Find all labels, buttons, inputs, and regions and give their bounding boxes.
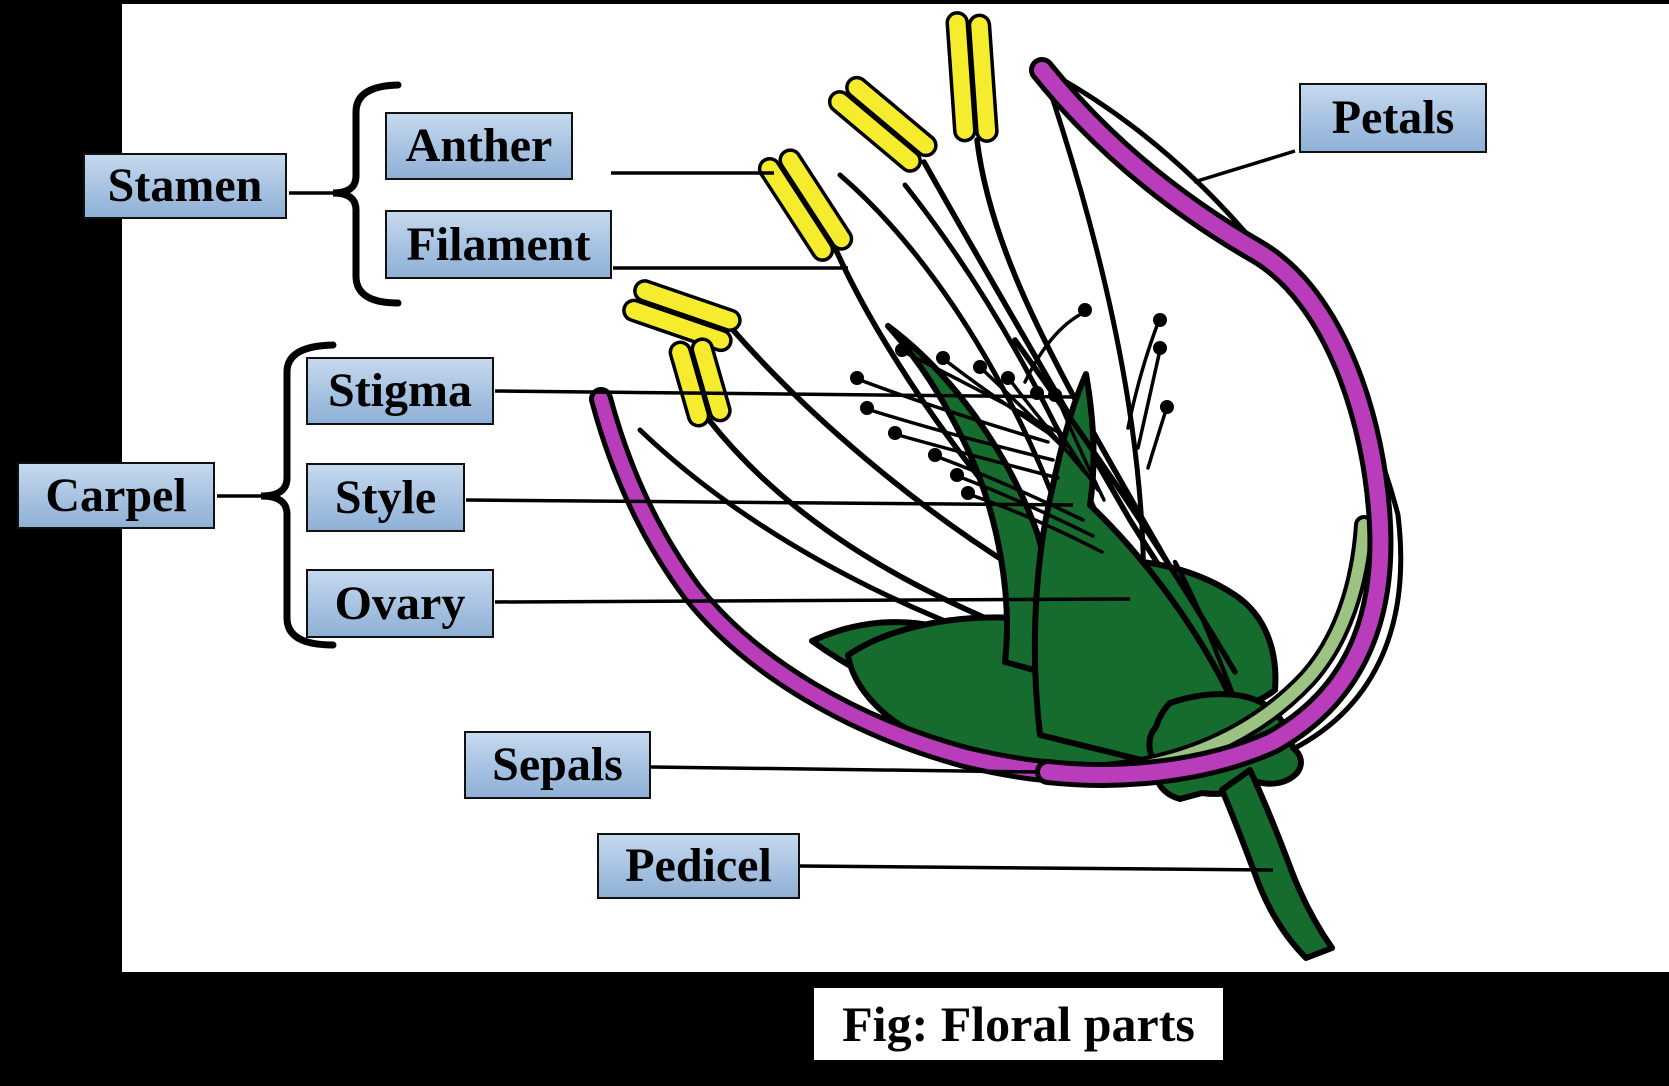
label-pedicel: Pedicel xyxy=(597,833,800,899)
anthers xyxy=(622,11,999,428)
anther-icon xyxy=(827,75,938,173)
label-sepals: Sepals xyxy=(464,731,651,799)
top-border xyxy=(0,0,1669,4)
petals-leader xyxy=(1193,149,1296,184)
style-axis xyxy=(1012,337,1238,675)
label-stamen: Stamen xyxy=(83,153,287,219)
ovary-leader xyxy=(494,597,1131,604)
sepals-leader xyxy=(650,765,1041,774)
leader-lines xyxy=(465,149,1296,872)
pedicel-leader xyxy=(799,864,1274,872)
style-leader xyxy=(465,498,1074,507)
pedicel-stem xyxy=(1219,767,1335,961)
stigma-feather xyxy=(850,303,1238,675)
petal-magenta-edges xyxy=(589,57,1394,788)
sepals-ovary-green xyxy=(809,323,1279,777)
label-carpel: Carpel xyxy=(17,462,215,529)
anther-icon xyxy=(668,337,732,428)
stigma-leader xyxy=(494,389,1073,399)
label-filament: Filament xyxy=(385,210,612,279)
anther-icon xyxy=(757,148,854,262)
label-ovary: Ovary xyxy=(306,569,494,638)
figure-caption: Fig: Floral parts xyxy=(814,988,1223,1060)
label-petals: Petals xyxy=(1299,83,1487,153)
label-stigma: Stigma xyxy=(306,357,494,425)
label-style: Style xyxy=(306,463,465,532)
group-braces xyxy=(217,81,402,649)
label-anther: Anther xyxy=(385,112,573,180)
anther-icon xyxy=(945,11,999,143)
